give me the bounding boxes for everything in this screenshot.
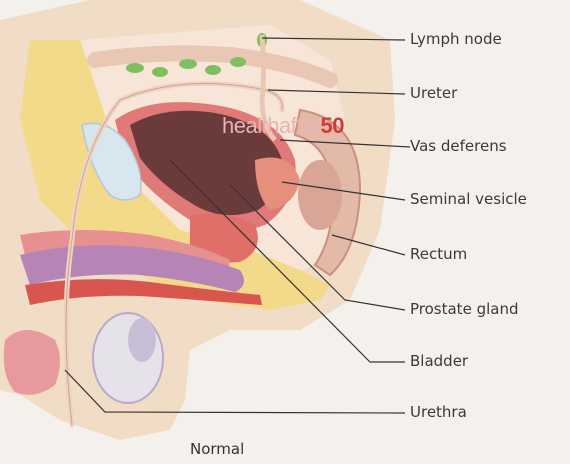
- lymph-node: [205, 65, 221, 75]
- lymph-node: [230, 57, 246, 67]
- label-rectum: Rectum: [410, 245, 467, 263]
- lymph-node: [179, 59, 197, 69]
- label-seminal-vesicle: Seminal vesicle: [410, 190, 527, 208]
- watermark: healthafter50: [222, 113, 344, 139]
- rectum-lumen: [298, 160, 342, 230]
- epididymis: [128, 318, 156, 362]
- label-ureter: Ureter: [410, 84, 457, 102]
- glans: [4, 330, 60, 395]
- watermark-prefix: healthafter: [222, 113, 320, 138]
- diagram-caption: Normal: [190, 440, 244, 458]
- label-bladder: Bladder: [410, 352, 468, 370]
- lymph-node: [126, 63, 144, 73]
- watermark-suffix: 50: [320, 113, 343, 138]
- label-vas-deferens: Vas deferens: [410, 137, 507, 155]
- lymph-node: [152, 67, 168, 77]
- label-lymph-node: Lymph node: [410, 30, 502, 48]
- label-prostate-gland: Prostate gland: [410, 300, 518, 318]
- label-urethra: Urethra: [410, 403, 467, 421]
